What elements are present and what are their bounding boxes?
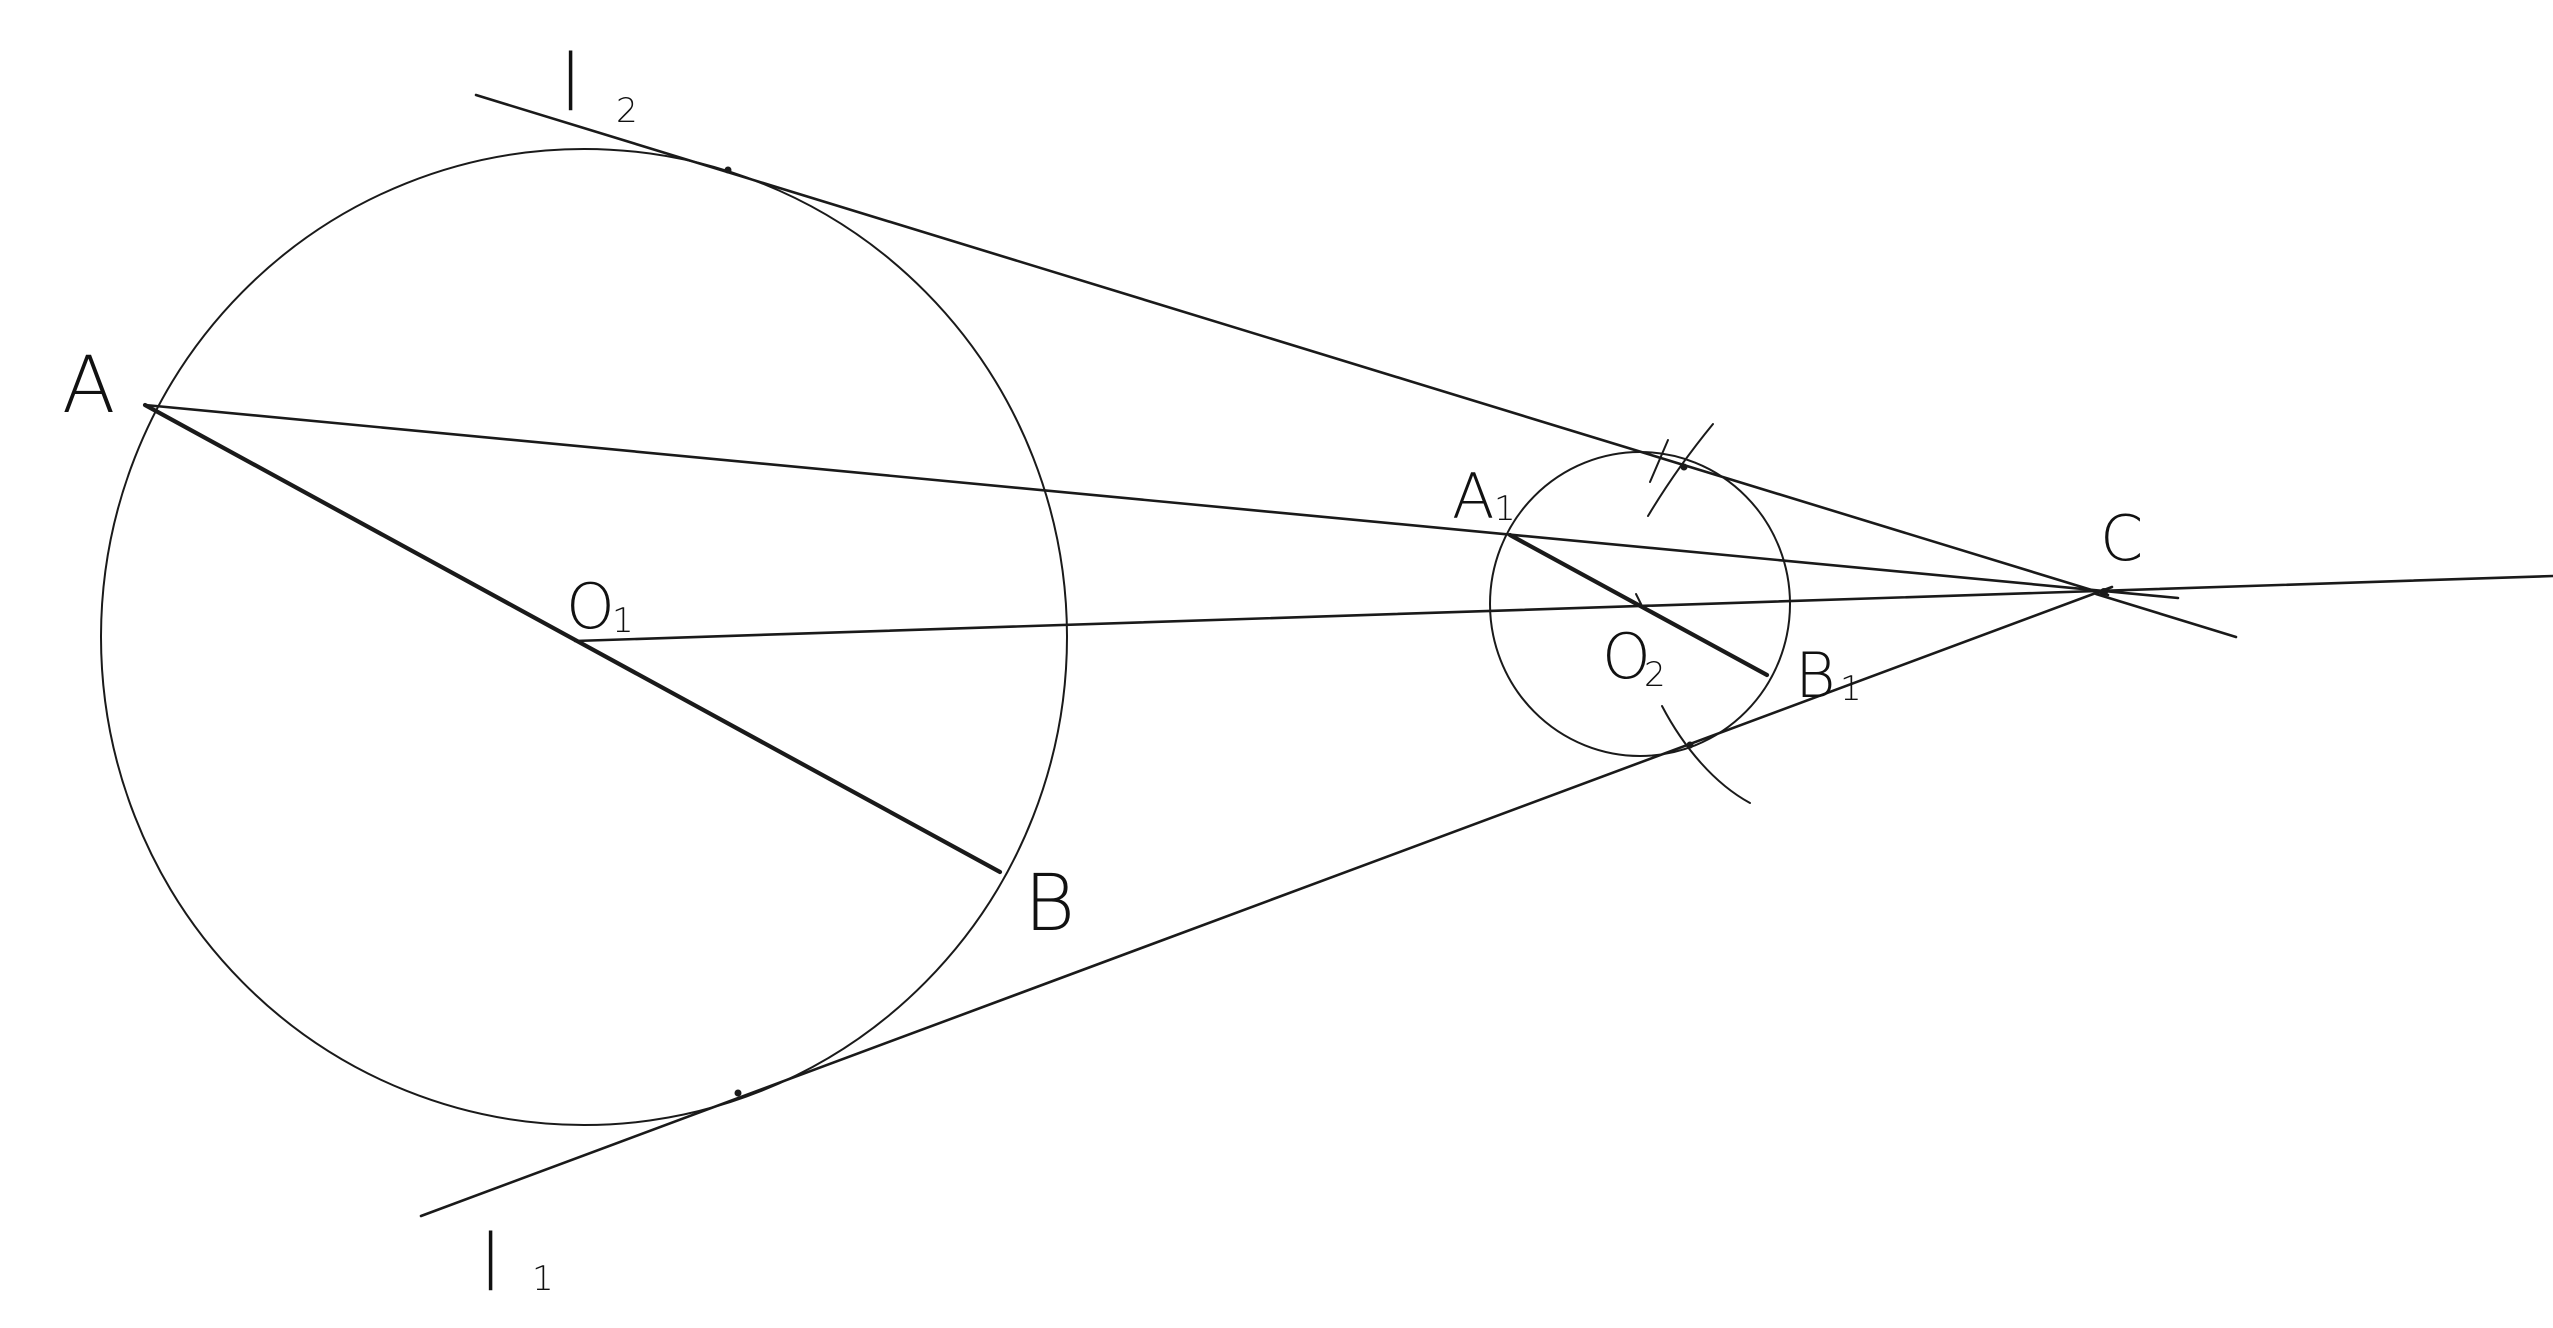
label-a: A [62,341,115,431]
label-a1: A [1452,460,1494,533]
tangent-point-upper-small [1680,463,1688,471]
label-l1-subscript: 1 [532,1259,554,1299]
tangent-point-lower-small [1686,741,1694,749]
arc-mark-center-tick [1635,593,1643,607]
diameter-ab [142,402,1003,875]
tangent-line-l2 [474,93,2110,597]
label-c: C [2100,502,2143,575]
line-overshoot-c [2094,592,2238,639]
label-a1-subscript: 1 [1494,489,1516,529]
arc-mark-upper [1647,423,1714,517]
label-o1: O [566,570,615,643]
label-b1-subscript: 1 [1840,669,1862,709]
arc-mark-lower [1661,705,1751,804]
label-b: B [1024,859,1075,949]
point-c [2100,588,2108,596]
label-l2-subscript: 2 [616,91,638,131]
line-o1-through-c [573,574,2553,643]
arc-mark-upper-small [1649,439,1669,483]
circle-o1 [100,148,1068,1126]
line-a-to-c [143,403,2180,600]
label-o1-subscript: 1 [612,601,634,641]
tangent-point-lower-big [734,1089,742,1097]
tangent-line-l1 [419,585,2114,1218]
label-o2: O [1602,620,1651,693]
tangent-point-upper-big [724,166,732,174]
label-l2: l [560,39,582,129]
label-o2-subscript: 2 [1644,655,1666,695]
label-l1: l [480,1219,502,1309]
segment-a1-b1 [1507,532,1770,678]
label-b1: B [1795,639,1836,712]
